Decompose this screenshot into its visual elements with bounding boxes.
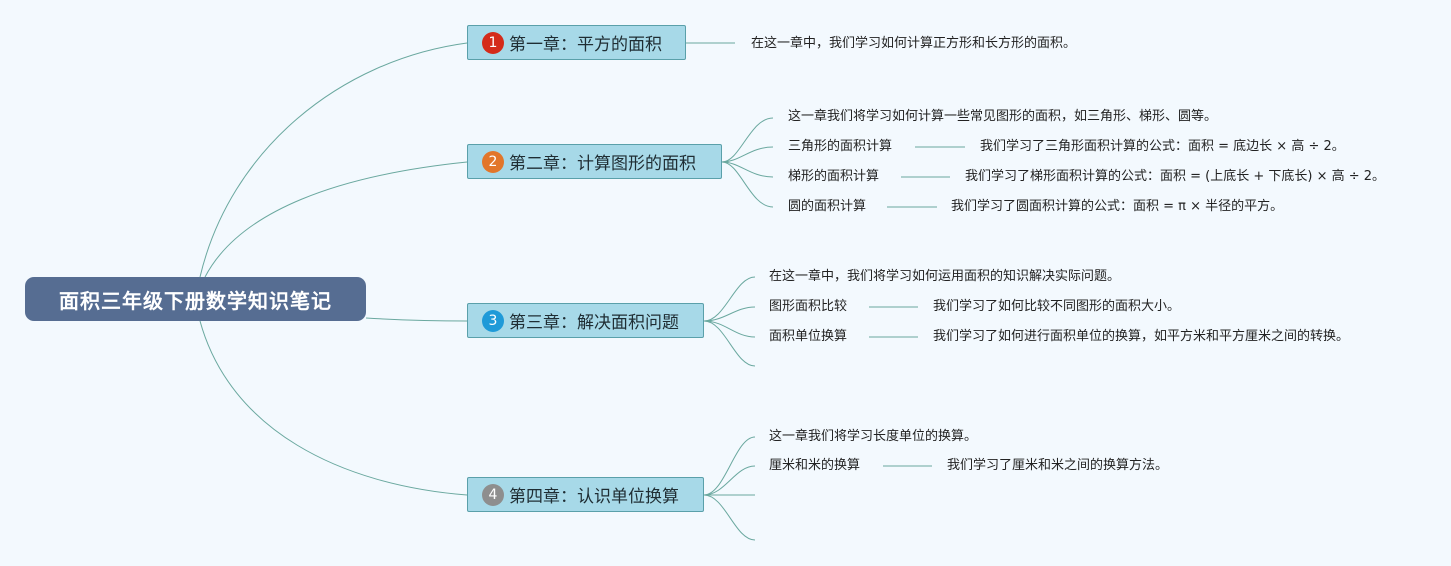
chapter-2-label: 第二章：计算图形的面积: [509, 154, 696, 174]
chapter-2-topic-2[interactable]: 梯形的面积计算: [788, 169, 880, 184]
chapter-2-topic-3-detail[interactable]: 我们学习了圆面积计算的公式：面积 = π × 半径的平方。: [951, 199, 1284, 214]
ch3-link-topic-1: [703, 306, 756, 322]
root-link-ch3: [365, 317, 468, 322]
chapter-2-topic-3[interactable]: 圆的面积计算: [788, 199, 867, 214]
ch2-link-topic-1: [721, 146, 774, 163]
number-3-icon: 3: [482, 309, 504, 332]
chapter-2-topic-1-detail[interactable]: 我们学习了三角形面积计算的公式：面积 = 底边长 × 高 ÷ 2。: [980, 139, 1345, 154]
chapter-3-topic-2[interactable]: 面积单位换算: [769, 329, 848, 344]
chapter-1-intro[interactable]: 在这一章中，我们学习如何计算正方形和长方形的面积。: [751, 36, 1077, 51]
chapter-2-intro[interactable]: 这一章我们将学习如何计算一些常见图形的面积，如三角形、梯形、圆等。: [788, 109, 1218, 124]
chapter-4-intro[interactable]: 这一章我们将学习长度单位的换算。: [769, 429, 978, 444]
chapter-4-node[interactable]: 4 第四章：认识单位换算: [467, 477, 704, 512]
chapter-3-label: 第三章：解决面积问题: [509, 313, 679, 333]
ch2-link-intro: [721, 117, 774, 163]
root-link-ch4: [199, 320, 468, 496]
number-1-icon: 1: [482, 31, 504, 54]
chapter-1-label: 第一章：平方的面积: [509, 35, 662, 55]
chapter-3-topic-1-detail[interactable]: 我们学习了如何比较不同图形的面积大小。: [933, 299, 1181, 314]
chapter-4-topic-1-detail[interactable]: 我们学习了厘米和米之间的换算方法。: [947, 458, 1169, 473]
ch4-link-topic-1: [703, 465, 756, 496]
root-link-ch2: [204, 161, 468, 278]
chapter-2-node[interactable]: 2 第二章：计算图形的面积: [467, 144, 722, 179]
chapter-4-label: 第四章：认识单位换算: [509, 487, 679, 507]
ch2-link-topic-3: [721, 161, 774, 208]
ch4-link-intro: [703, 436, 756, 496]
number-4-icon: 4: [482, 483, 504, 506]
chapter-3-topic-1[interactable]: 图形面积比较: [769, 299, 848, 314]
root-topic[interactable]: 面积三年级下册数学知识笔记: [25, 277, 366, 321]
chapter-4-topic-1[interactable]: 厘米和米的换算: [769, 458, 861, 473]
chapter-3-node[interactable]: 3 第三章：解决面积问题: [467, 303, 704, 338]
chapter-3-intro[interactable]: 在这一章中，我们将学习如何运用面积的知识解决实际问题。: [769, 269, 1121, 284]
ch3-link-empty: [703, 320, 756, 367]
ch4-link-empty-2: [703, 494, 756, 541]
chapter-2-topic-1[interactable]: 三角形的面积计算: [788, 139, 893, 154]
number-2-icon: 2: [482, 150, 504, 173]
root-link-ch1: [199, 42, 468, 278]
ch3-link-intro: [703, 276, 756, 322]
chapter-3-topic-2-detail[interactable]: 我们学习了如何进行面积单位的换算，如平方米和平方厘米之间的转换。: [933, 329, 1350, 344]
chapter-1-node[interactable]: 1 第一章：平方的面积: [467, 25, 686, 60]
chapter-2-topic-2-detail[interactable]: 我们学习了梯形面积计算的公式：面积 = (上底长 + 下底长) × 高 ÷ 2。: [965, 169, 1386, 184]
